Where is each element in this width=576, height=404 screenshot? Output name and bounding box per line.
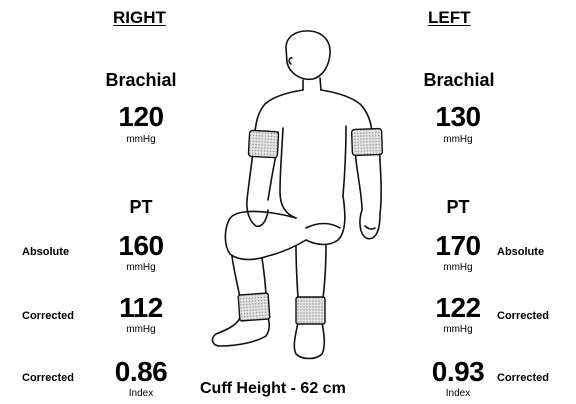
right-absolute-unit: mmHg [101,262,181,273]
left-absolute-label: Absolute [497,246,544,258]
right-side-title: RIGHT [113,8,166,28]
right-pt-label: PT [101,197,181,218]
right-corrected-label: Corrected [22,310,74,322]
cuff-height-label: Cuff Height - 62 cm [200,380,346,398]
right-index-label: Corrected [22,372,74,384]
left-foot-outline [294,322,324,359]
right-corrected-unit: mmHg [101,324,181,335]
right-arm-cuff [248,130,278,157]
left-ankle-cuff [296,297,325,324]
left-index-unit: Index [418,388,498,399]
right-corrected-value: 112 [101,294,181,322]
left-pt-label: PT [418,197,498,218]
right-foot-outline [213,318,270,346]
head-outline [286,31,330,79]
left-absolute-unit: mmHg [418,262,498,273]
right-brachial-unit: mmHg [101,134,181,145]
right-absolute-value: 160 [101,232,181,260]
left-arm-cuff [352,128,383,155]
right-ankle-cuff [238,293,270,321]
torso-outline [255,90,372,132]
right-absolute-label: Absolute [22,246,69,258]
right-brachial-label: Brachial [100,70,182,91]
left-corrected-unit: mmHg [418,324,498,335]
left-corrected-value: 122 [418,294,498,322]
right-index-unit: Index [101,388,181,399]
left-corrected-label: Corrected [497,310,549,322]
left-absolute-value: 170 [418,232,498,260]
left-index-label: Corrected [497,372,549,384]
left-brachial-unit: mmHg [418,134,498,145]
left-brachial-label: Brachial [417,70,501,91]
left-side-title: LEFT [428,8,471,28]
left-index-value: 0.93 [418,358,498,386]
left-brachial-value: 130 [418,103,498,131]
right-index-value: 0.86 [101,358,181,386]
right-brachial-value: 120 [101,103,181,131]
